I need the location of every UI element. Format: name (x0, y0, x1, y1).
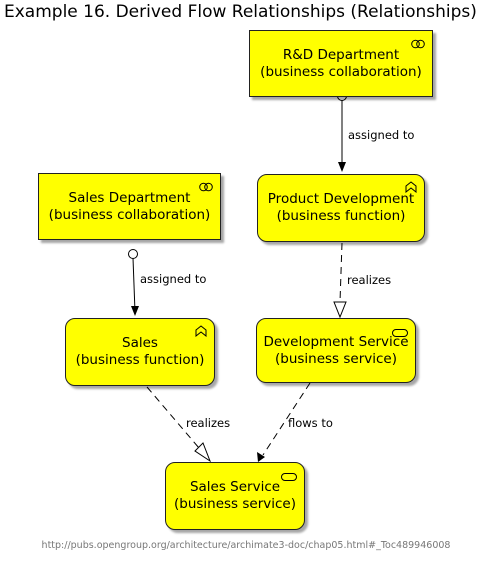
sales-service-node[interactable]: Sales Service (business service) (165, 462, 305, 530)
edge-product-to-devservice (333, 242, 347, 319)
diagram-title: Example 16. Derived Flow Relationships (… (4, 2, 477, 22)
edge-rd-to-product (337, 91, 347, 172)
edge-sales-dept-to-sales (128, 249, 139, 316)
node-type: (business collaboration) (260, 63, 422, 80)
node-name: Sales Service (189, 479, 281, 495)
service-icon (392, 325, 408, 342)
node-type: (business function) (75, 352, 205, 368)
collaboration-icon (199, 180, 213, 197)
node-type: (business function) (276, 208, 406, 224)
service-icon (281, 469, 297, 486)
edge-label-sales-to-salesservice: realizes (186, 416, 231, 430)
node-type: (business collaboration) (48, 206, 211, 223)
product-development-node[interactable]: Product Development (business function) (257, 174, 425, 242)
function-icon (405, 181, 417, 198)
edge-devservice-to-salesservice (257, 382, 311, 462)
edge-label-sales-dept-to-sales: assigned to (140, 272, 207, 286)
node-name: Product Development (267, 191, 415, 207)
edge-sales-to-salesservice (146, 386, 212, 463)
edge-label-rd-to-product: assigned to (348, 128, 415, 142)
sales-department-node[interactable]: Sales Department (business collaboration… (38, 173, 221, 240)
node-name: Sales Department (68, 189, 191, 206)
sales-node[interactable]: Sales (business function) (65, 318, 215, 386)
edge-label-product-to-devservice: realizes (347, 273, 392, 287)
node-name: Sales (122, 335, 158, 351)
node-type: (business service) (173, 496, 297, 512)
node-name: Development Service (263, 333, 409, 350)
node-name: R&D Department (282, 46, 400, 63)
function-icon (195, 325, 207, 342)
edge-label-devservice-to-salesservice: flows to (288, 416, 333, 430)
development-service-node[interactable]: Development Service (business service) (256, 318, 416, 383)
node-type: (business service) (274, 350, 398, 367)
collaboration-icon (411, 37, 425, 54)
rd-department-node[interactable]: R&D Department (business collaboration) (249, 30, 433, 97)
source-url: http://pubs.opengroup.org/architecture/a… (41, 540, 451, 551)
